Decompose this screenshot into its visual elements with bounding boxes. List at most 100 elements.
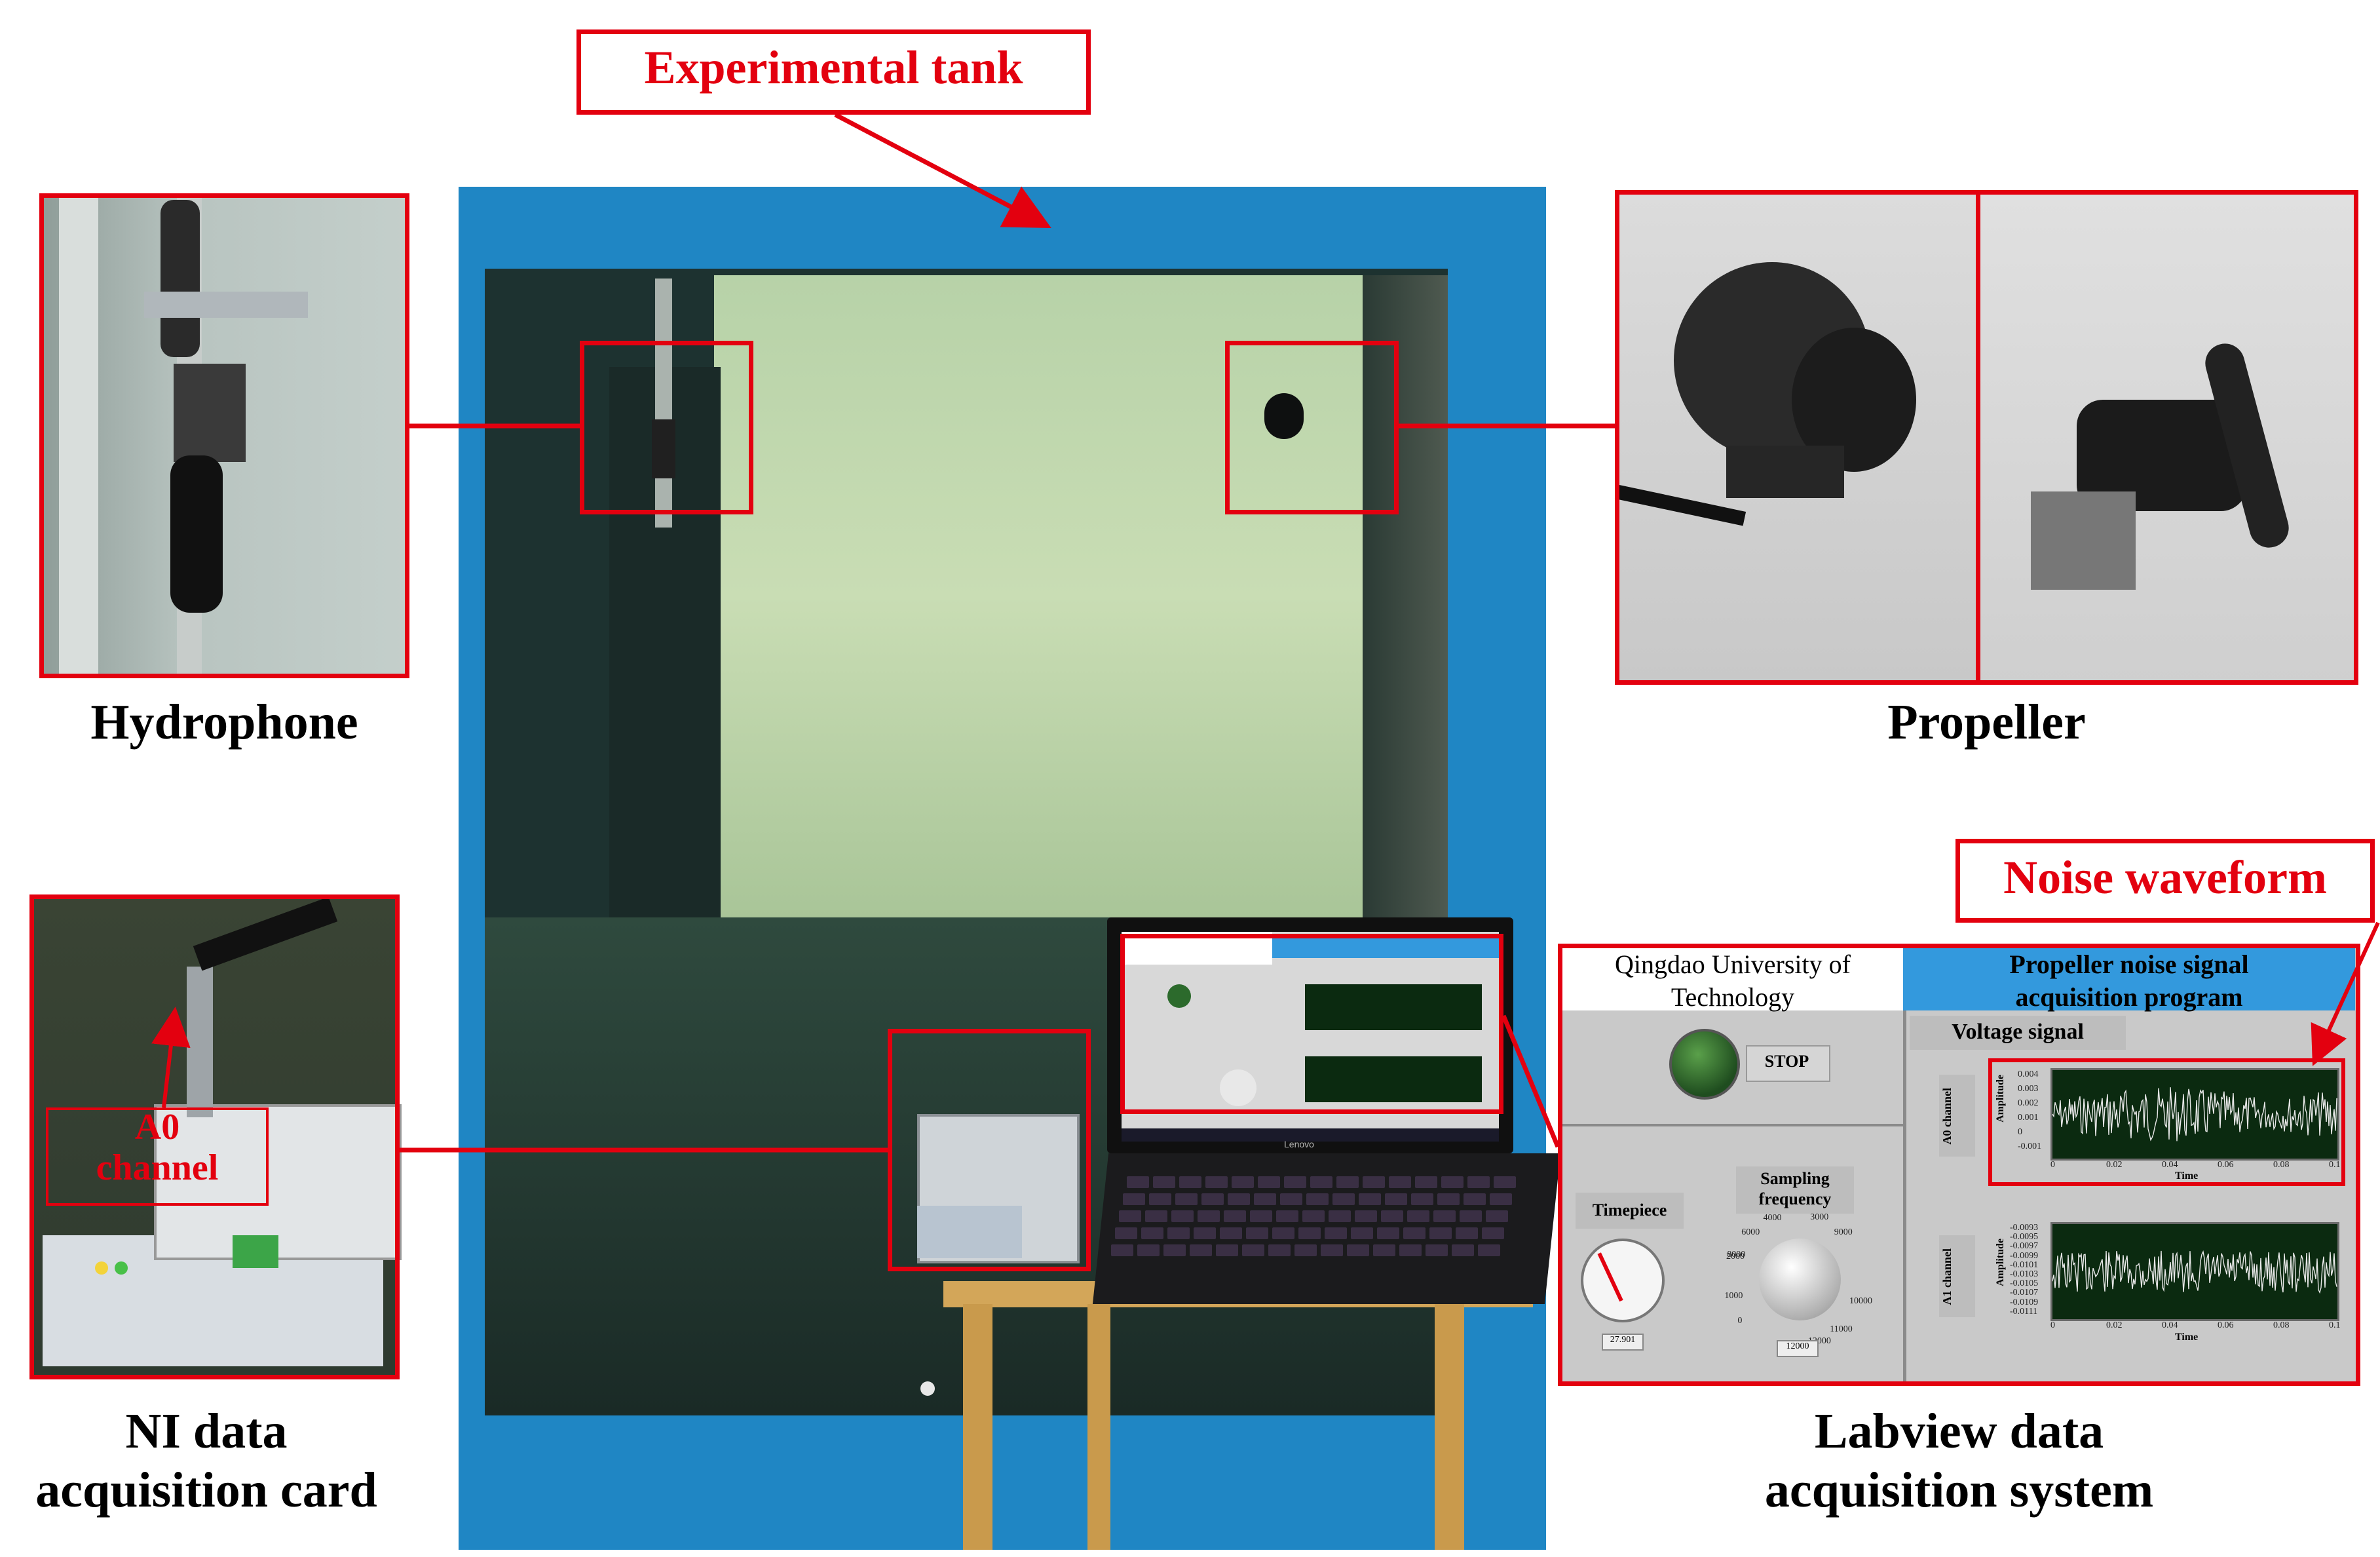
keyboard-key [1119,1210,1141,1222]
a1-ytick: -0.0101 [2010,1259,2039,1270]
keyboard-key [1351,1227,1373,1239]
stop-button[interactable] [1746,1045,1830,1082]
hydrophone-rod [655,279,672,528]
keyboard-key [1415,1176,1437,1188]
keyboard-key [1198,1210,1220,1222]
a0-line1: A0 [134,1107,180,1147]
timepiece-label-bg [1576,1193,1684,1229]
cable [161,200,200,357]
labview-right-header [1903,948,2355,1010]
a0-ytick: -0.001 [2018,1142,2042,1151]
keyboard-key [1242,1244,1264,1256]
keyboard-key [1254,1193,1276,1205]
mount [174,364,246,462]
ni-card-photo [29,894,402,1379]
knob-tick: 6000 [1741,1227,1760,1238]
a0-ytick: 0 [2018,1127,2022,1137]
clamp [144,292,308,318]
keyboard-key [1167,1227,1190,1239]
keyboard-key [1276,1210,1298,1222]
propeller-bracket [1726,446,1844,498]
ni-terminal [233,1235,278,1268]
propeller-callout-box [1225,341,1399,514]
experimental-tank-label-box [576,29,1091,115]
keyboard-key [1336,1176,1359,1188]
a1-ytick: -0.0109 [2010,1297,2039,1307]
keyboard-key [1377,1227,1399,1239]
ni-card-base [917,1206,1022,1258]
keyboard-key [1478,1244,1500,1256]
labview-program-title: Propeller noise signal acquisition progr… [1903,948,2355,1014]
a0-line2: channel [96,1147,219,1188]
hydrophone-callout-box [580,341,753,514]
mini-right-head [1272,938,1499,958]
a1-xtick: 0.08 [2273,1320,2290,1330]
table-leg [1087,1304,1110,1550]
noise-waveform-label-box [1955,839,2375,923]
keyboard-key [1284,1176,1306,1188]
stop-indicator-light[interactable] [1669,1029,1740,1100]
knob-tick: 11000 [1830,1324,1853,1334]
keyboard-key [1490,1193,1512,1205]
labview-caption: Labview data acquisition system [1558,1402,2360,1520]
propeller-photo-side [1978,190,2358,685]
keyboard-key [1437,1193,1460,1205]
keyboard-key [1355,1210,1377,1222]
program-line2: acquisition program [2015,982,2243,1012]
keyboard-key [1111,1244,1133,1256]
keyboard-key [1486,1210,1508,1222]
labview-divider-horizontal [1562,1124,1903,1126]
labview-frame [1558,944,2360,1386]
knob-tick: 8000 [1727,1249,1746,1259]
tank-back-panel [714,275,1369,917]
keyboard-key [1433,1210,1456,1222]
a0-xtick: 0.1 [2329,1160,2341,1170]
keyboard-key [1403,1227,1426,1239]
knob-tick: 2000 [1726,1251,1745,1261]
stop-label: STOP [1764,1052,1809,1071]
hydrophone-frame [39,193,409,678]
keyboard-key [1359,1193,1381,1205]
keyboard-key [1163,1244,1186,1256]
labview-left-header [1562,948,1903,1010]
ni-card-callout-box [888,1029,1091,1271]
keyboard-key [1294,1244,1317,1256]
timepiece-gauge [1581,1239,1665,1322]
keyboard-key [1205,1176,1228,1188]
keyboard-key [1224,1210,1246,1222]
propeller-divider [1976,190,1980,685]
propeller-mount [2031,491,2136,590]
sampling-line1: Sampling [1760,1169,1830,1188]
mini-chart-a1 [1305,1056,1482,1102]
keyboard-key [1149,1193,1171,1205]
keyboard-key [1399,1244,1422,1256]
keyboard-key [1201,1193,1224,1205]
voltage-signal-bg [1910,1016,2126,1050]
keyboard-key [1381,1210,1403,1222]
ni-led [95,1261,108,1275]
a1-xtick: 0.04 [2162,1320,2178,1330]
propeller-photo-front [1614,190,1978,685]
table-leg [963,1304,992,1550]
university-line1: Qingdao University of [1615,950,1851,979]
knob-tick: 9000 [1834,1227,1853,1238]
timepiece-label: Timepiece [1592,1201,1667,1220]
a0-ytick: 0.002 [2018,1098,2039,1108]
sampling-knob[interactable] [1759,1239,1841,1320]
keyboard-key [1332,1193,1355,1205]
sampling-label: Sampling frequency [1736,1168,1854,1209]
keyboard-key [1373,1244,1395,1256]
a1-ytick: -0.0103 [2010,1269,2039,1279]
a1-ytick: -0.0111 [2010,1306,2038,1317]
keyboard-key [1347,1244,1369,1256]
glass-edge [59,193,98,678]
bolt [920,1381,935,1396]
sampling-value[interactable]: 12000 [1777,1340,1819,1357]
keyboard-key [1179,1176,1201,1188]
keyboard-key [1363,1176,1385,1188]
keyboard-key [1494,1176,1516,1188]
keyboard-key [1310,1176,1332,1188]
a0-time-label: Time [2175,1170,2199,1182]
keyboard-key [1194,1227,1216,1239]
laptop-callout-box [1120,934,1503,1114]
